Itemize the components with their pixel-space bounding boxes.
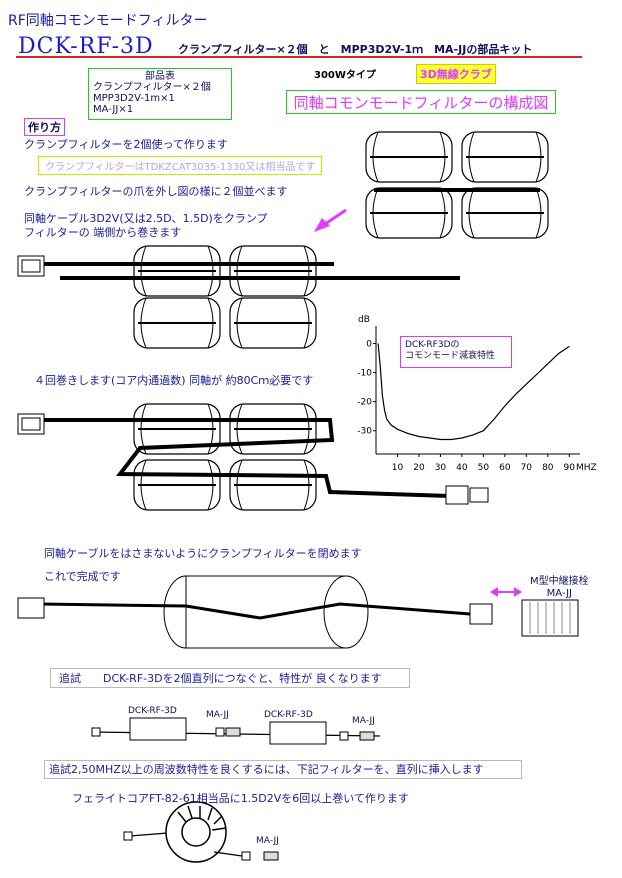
clamp-filter-note: クランプフィルターはTDKZCAT3035-1330又は相当品です	[38, 156, 323, 175]
winding-diagram-start	[17, 245, 460, 349]
chart-x-tick-label: 90	[564, 463, 576, 473]
chart-x-tick-label: 80	[542, 463, 554, 473]
chart-x-tick-label: 20	[413, 463, 425, 473]
chart-x-tick-label: 30	[435, 463, 447, 473]
club-name-badge: 3D無線クラブ	[416, 64, 496, 84]
step-5-text: 同軸ケーブルをはさまないようにクランプフィルターを閉めます	[44, 547, 362, 560]
chart-x-label: MHZ	[576, 463, 597, 473]
structure-diagram	[365, 131, 549, 239]
chart-y-tick-label: 0	[366, 339, 372, 349]
chart-series-line	[377, 343, 570, 441]
parts-list-item: MA-JJ×1	[93, 104, 134, 115]
step-1-text: クランプフィルターを2個使って作ります	[24, 138, 228, 151]
chart-y-tick-label: -10	[357, 369, 372, 379]
chart-y-tick-label: -20	[357, 398, 372, 408]
series-label-jj2: MA-JJ	[352, 716, 375, 726]
addendum-2: 追試2,50MHZ以上の周波数特性を良くするには、下記フィルターを、直列に挿入し…	[44, 760, 522, 779]
parts-list-item: クランプフィルター×２個	[93, 82, 211, 93]
title-underline	[16, 56, 582, 58]
page-subtitle: RF同軸コモンモードフィルター	[8, 13, 208, 29]
series-label-jj1: MA-JJ	[206, 710, 229, 720]
graph-title-line2: コモンモード減衰特性	[405, 351, 496, 361]
addendum-3: フェライトコアFT-82-61相当品に1.5D2Vを6回以上巻いて作ります	[72, 792, 409, 805]
chart-x-tick-label: 60	[499, 463, 511, 473]
step-4-text: ４回巻きします(コア内通過数) 同軸が 約80Cｍ必要です	[34, 374, 314, 387]
connector-label-line1: M型中継接栓	[530, 576, 589, 587]
chart-x-tick-label: 70	[521, 463, 533, 473]
series-label-jj3: MA-JJ	[256, 836, 279, 846]
toroid-filter-diagram	[123, 801, 279, 863]
chart-y-tick-label: -30	[357, 427, 372, 437]
finished-filter-diagram	[17, 575, 579, 649]
parts-list-box: 部品表 クランプフィルター×２個 MPP3D2V-1m×1 MA-JJ×1	[88, 68, 232, 120]
chart-x-tick-label: 10	[392, 463, 404, 473]
parts-list-item: MPP3D2V-1m×1	[93, 93, 175, 104]
chart-x-tick-label: 40	[456, 463, 468, 473]
series-label-filter1: DCK-RF-3D	[128, 706, 177, 716]
winding-diagram-complete	[17, 403, 489, 511]
series-label-filter2: DCK-RF-3D	[264, 710, 313, 720]
parts-list-title: 部品表	[145, 71, 175, 82]
addendum-1: 追試 DCK-RF-3Dを2個直列につなぐと、特性が 良くなります	[50, 668, 410, 688]
magenta-arrow	[314, 208, 347, 232]
step-6-text: これで完成です	[44, 570, 121, 583]
connector-label-line2: MA-JJ	[546, 588, 572, 599]
step-3-text-line1: 同軸ケーブル3D2V(又は2.5D、1.5D)をクランプ	[24, 212, 268, 225]
graph-title-line1: DCK-RF3Dの	[405, 340, 460, 350]
diagram-title: 同軸コモンモードフィルターの構成図	[286, 90, 556, 114]
series-connection-diagram	[91, 717, 381, 745]
step-3-text-line2: フィルターの 端側から巻きます	[24, 226, 182, 239]
page-title: DCK-RF-3D	[18, 34, 154, 59]
chart-y-label: dB	[358, 315, 370, 325]
graph-title-box: DCK-RF3Dの コモンモード減衰特性	[400, 336, 512, 368]
power-type-label: 300Wタイプ	[314, 70, 376, 81]
step-2-text: クランプフィルターの爪を外し図の様に２個並べます	[24, 185, 288, 198]
chart-x-tick-label: 50	[478, 463, 490, 473]
kit-description: クランプフィルター×２個 と MPP3D2V-1ｍ MA-JJの部品キット	[178, 43, 533, 56]
connector-label: M型中継接栓 MA-JJ	[530, 576, 589, 600]
howto-heading: 作り方	[24, 118, 65, 136]
